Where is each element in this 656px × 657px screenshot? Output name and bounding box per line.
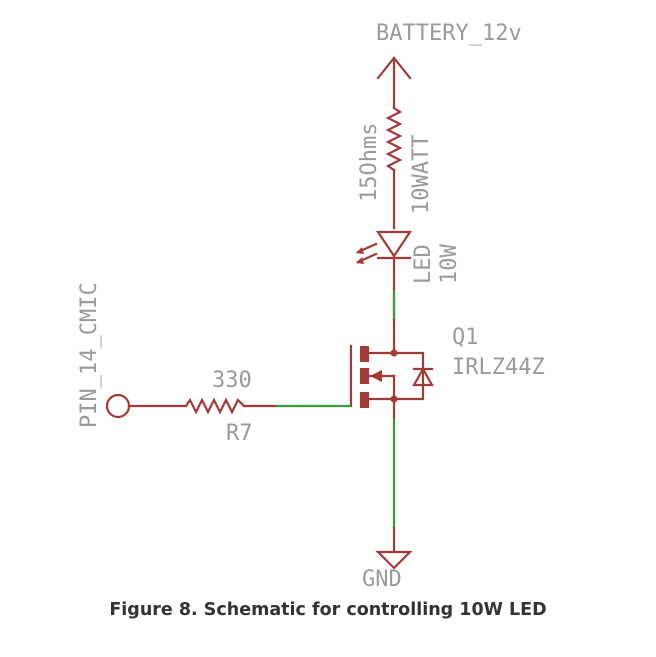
top-resistor-rating: 10WATT <box>409 135 434 214</box>
led-rating: 10W <box>437 244 462 284</box>
mosfet-q1-symbol <box>349 318 434 408</box>
battery-supply-symbol <box>376 56 412 110</box>
led-driver-schematic: BATTERY_12v 15Ohms 10WATT LED 10W <box>77 21 545 592</box>
ground-symbol <box>375 550 413 570</box>
figure-caption: Figure 8. Schematic for controlling 10W … <box>109 600 547 620</box>
led-symbol <box>356 230 413 322</box>
input-pin-symbol <box>105 393 188 419</box>
gate-resistor <box>184 397 278 415</box>
gate-resistor-name: R7 <box>226 421 253 446</box>
mosfet-name: Q1 <box>452 325 479 350</box>
input-pin-label: PIN_14_CMIC <box>77 282 102 428</box>
led-name: LED <box>411 244 436 284</box>
mosfet-part: IRLZ44Z <box>452 355 545 380</box>
gate-resistor-value: 330 <box>212 368 252 393</box>
top-resistor <box>385 106 403 230</box>
top-resistor-value: 15Ohms <box>357 123 382 202</box>
battery-supply-label: BATTERY_12v <box>376 21 522 46</box>
ground-label: GND <box>362 567 402 592</box>
